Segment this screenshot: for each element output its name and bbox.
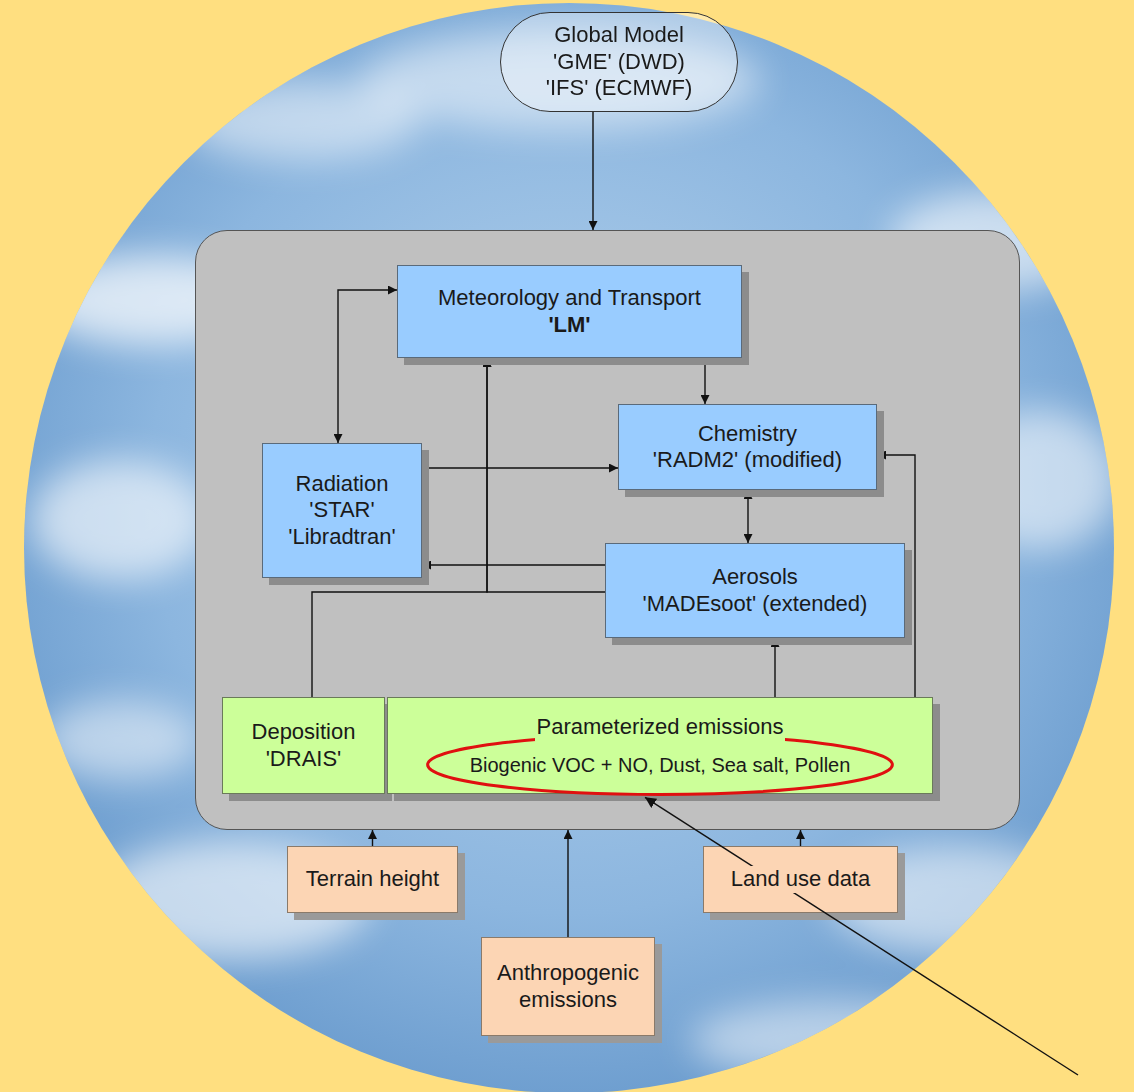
- leader-arrow: [645, 797, 1078, 1075]
- input-box: Terrain height: [287, 846, 458, 913]
- source-model: Global Model 'GME' (DWD) 'IFS' (ECMWF): [500, 12, 738, 112]
- flow-arrow: [487, 358, 605, 592]
- box-subtitle: 'RADM2' (modified): [651, 447, 844, 473]
- input-arrow: [592, 112, 593, 230]
- box-title: Radiation 'STAR' 'Libradtran': [273, 471, 411, 550]
- box-title: Terrain height: [304, 866, 441, 892]
- box-subtitle: 'LM': [546, 312, 592, 338]
- process-box: Meteorology and Transport'LM': [397, 265, 742, 358]
- process-box: Radiation 'STAR' 'Libradtran': [262, 443, 422, 578]
- highlight-ellipse: [428, 735, 893, 794]
- process-box: Chemistry'RADM2' (modified): [618, 404, 877, 490]
- box-title: Land use data: [729, 866, 872, 892]
- module-box: Deposition'DRAIS': [222, 697, 385, 794]
- input-arrow: [372, 830, 373, 846]
- box-title: Chemistry: [696, 421, 799, 447]
- flow-arrow: [422, 467, 618, 468]
- flow-arrow: [704, 358, 705, 404]
- box-title: Anthropogenic emissions: [492, 960, 644, 1013]
- clouds: [30, 30, 1120, 1080]
- box-subtitle: 'MADEsoot' (extended): [641, 591, 870, 617]
- module-box: Parameterized emissionsBiogenic VOC + NO…: [387, 697, 933, 794]
- box-title: Meteorology and Transport: [436, 285, 703, 311]
- input-arrow: [800, 830, 801, 846]
- box-title: Parameterized emissions: [535, 714, 786, 740]
- box-title: Global Model 'GME' (DWD) 'IFS' (ECMWF): [537, 22, 701, 101]
- flow-arrow: [422, 564, 605, 565]
- input-box: Anthropogenic emissions: [481, 937, 655, 1036]
- flow-arrow: [338, 290, 397, 443]
- flow-arrow: [747, 490, 748, 543]
- box-subtitle: 'DRAIS': [264, 746, 344, 772]
- input-arrow: [567, 830, 568, 937]
- input-box: Land use data: [703, 846, 898, 913]
- box-subtitle: Biogenic VOC + NO, Dust, Sea salt, Polle…: [468, 753, 853, 777]
- box-title: Aerosols: [710, 564, 800, 590]
- sky-circle: [24, 3, 1114, 1092]
- flow-arrow: [774, 638, 775, 697]
- box-title: Deposition: [250, 719, 358, 745]
- process-box: Aerosols'MADEsoot' (extended): [605, 543, 905, 638]
